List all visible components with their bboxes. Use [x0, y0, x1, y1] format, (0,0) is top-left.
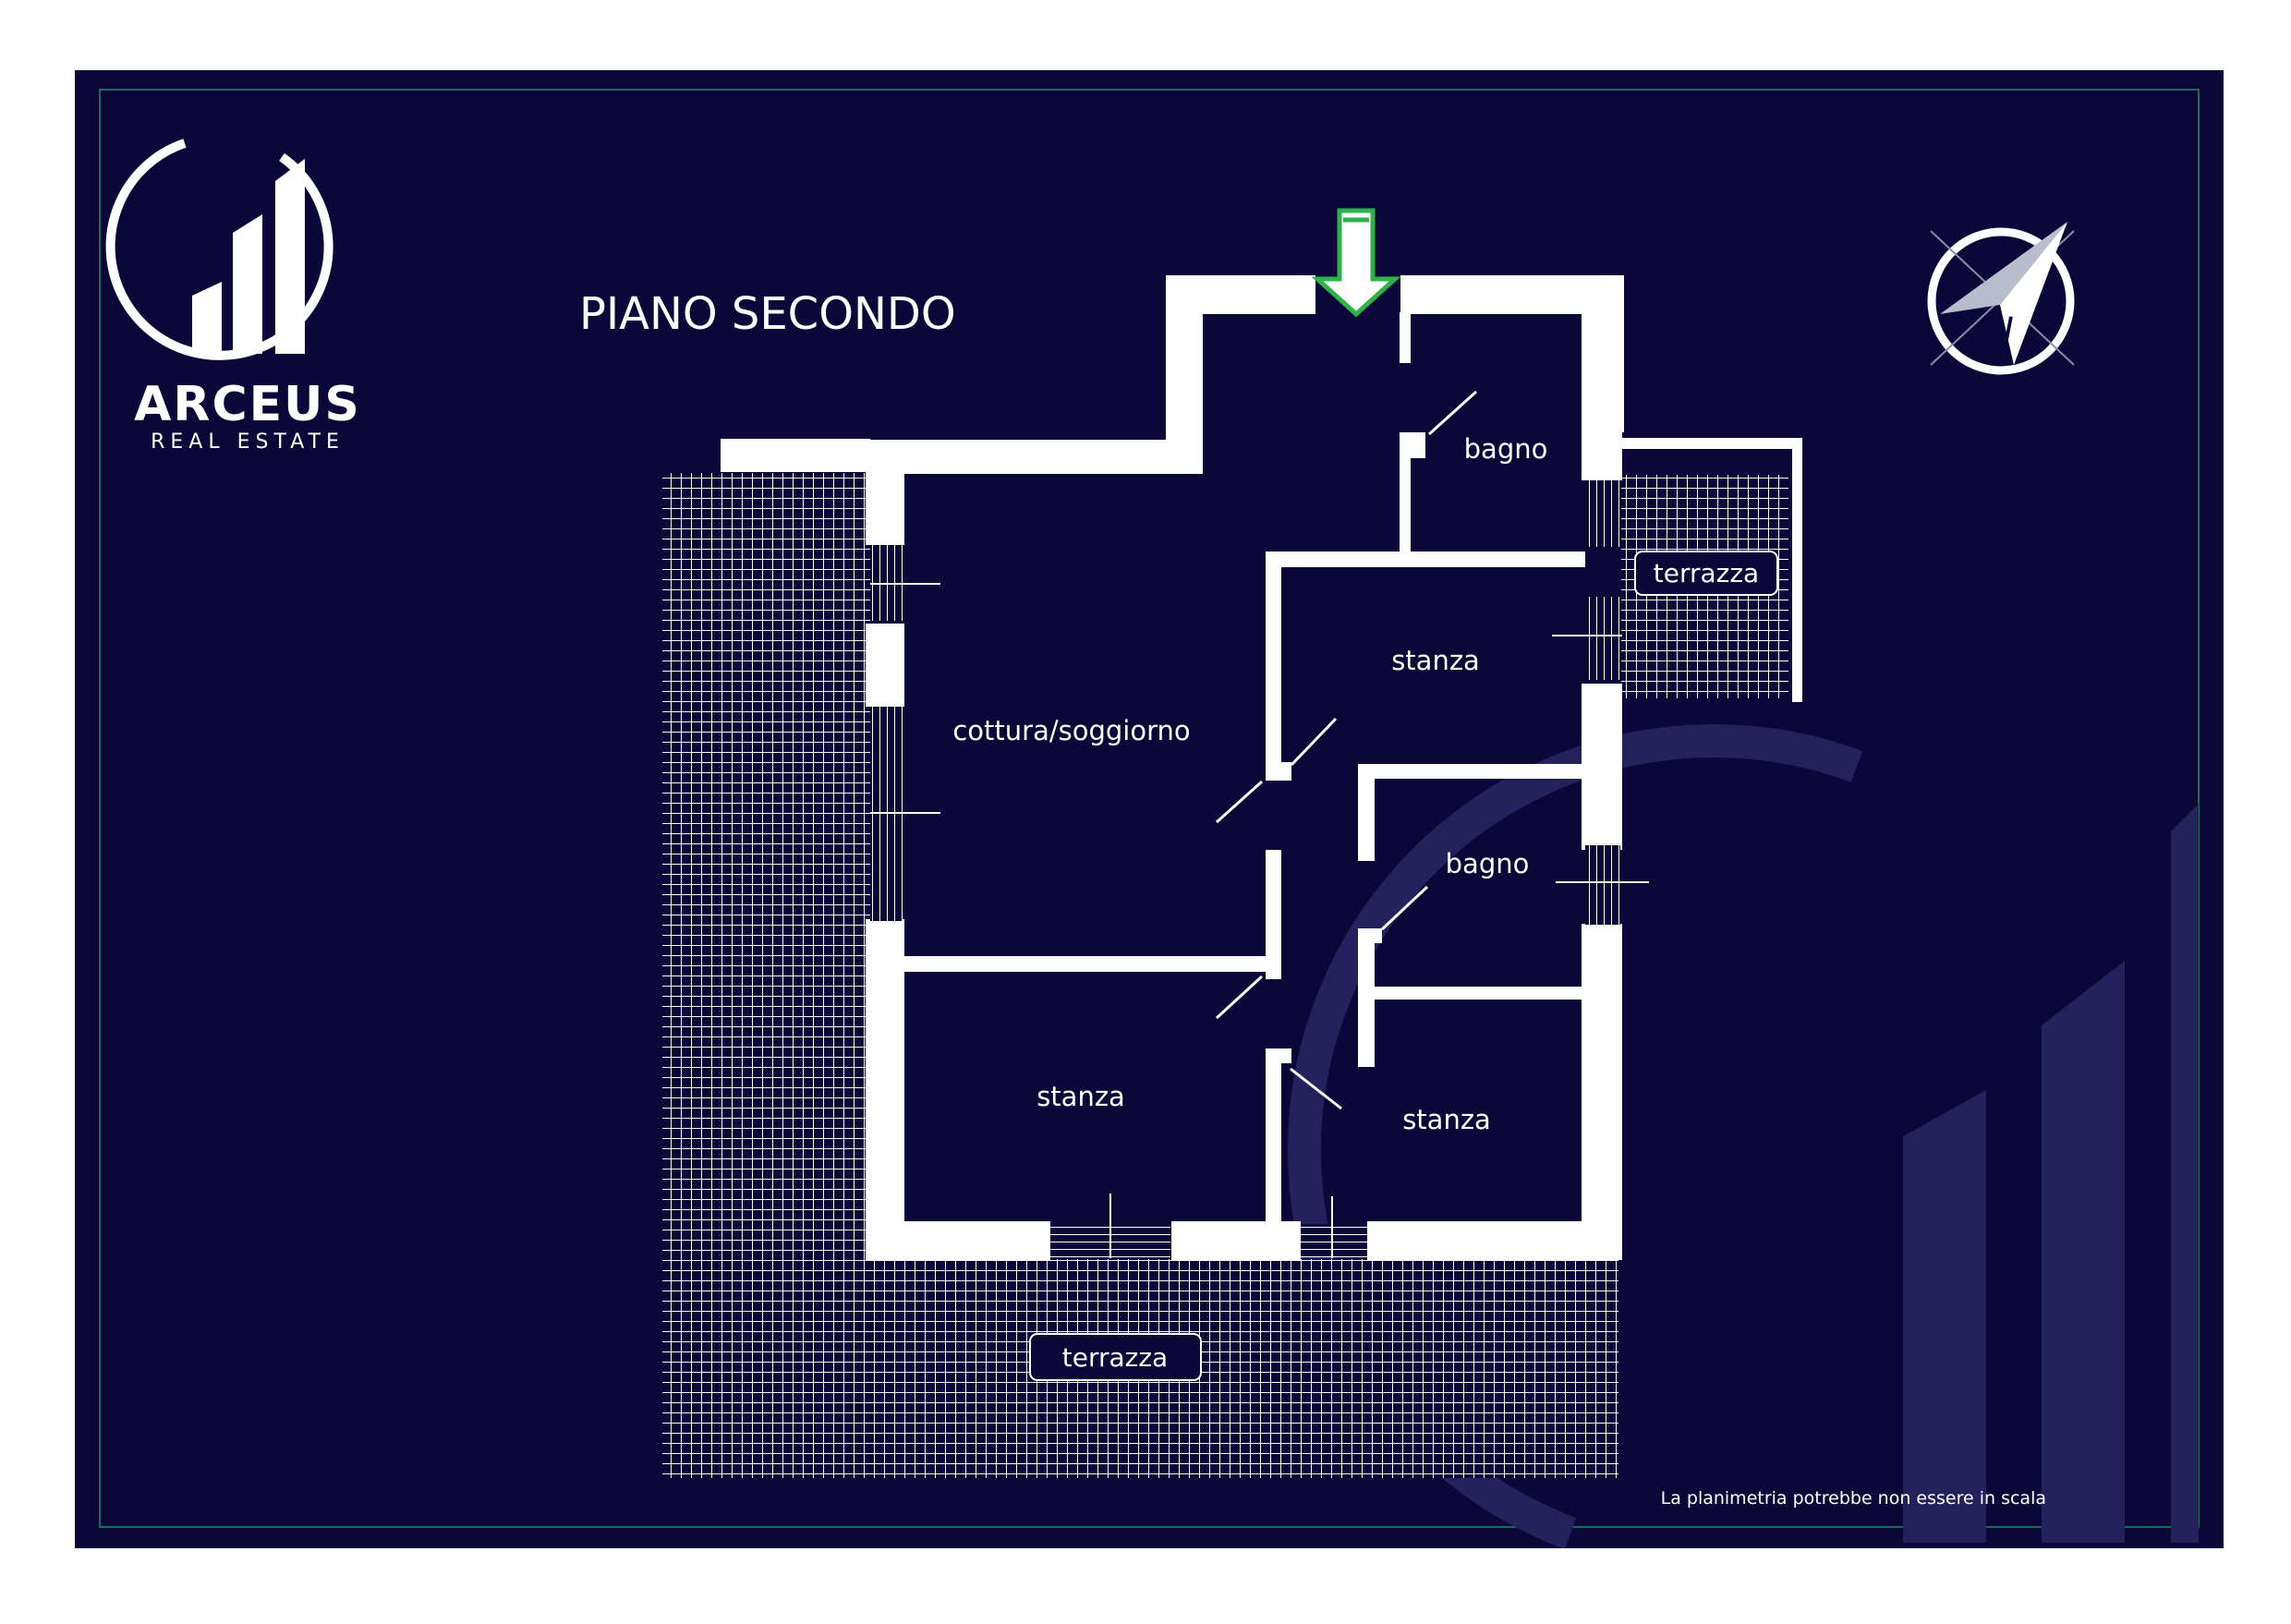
walls — [721, 275, 1802, 1261]
windows — [870, 480, 1649, 1258]
room-label-stanza-bottom-left: stanza — [1036, 1081, 1125, 1112]
terrace-south-west — [662, 473, 1618, 1478]
room-label-living: cottura/soggiorno — [952, 715, 1190, 746]
door-swings — [1215, 390, 1478, 1110]
room-label-stanza-bottom-right: stanza — [1402, 1104, 1491, 1135]
entrance-arrow-icon — [1311, 208, 1401, 318]
brand-tagline: REAL ESTATE — [151, 430, 345, 454]
room-label-bagno-mid: bagno — [1446, 848, 1530, 879]
compass-icon: N — [1927, 222, 2075, 375]
terrace-label-east: terrazza — [1634, 551, 1778, 596]
room-label-stanza-mid: stanza — [1391, 645, 1480, 676]
room-labels: bagno stanza cottura/soggiorno bagno sta… — [952, 433, 1547, 1135]
compass-north: N — [1986, 310, 2014, 353]
brand-name: ARCEUS — [134, 377, 361, 432]
arceus-logo-icon — [105, 139, 333, 360]
terrace-label-south-text: terrazza — [1062, 1342, 1168, 1373]
scale-disclaimer: La planimetria potrebbe non essere in sc… — [1661, 1488, 2046, 1509]
terrace-label-south: terrazza — [1029, 1333, 1202, 1381]
plan-title: PIANO SECONDO — [579, 288, 956, 340]
terrace-label-east-text: terrazza — [1654, 558, 1759, 588]
room-label-bagno-top: bagno — [1464, 433, 1548, 465]
